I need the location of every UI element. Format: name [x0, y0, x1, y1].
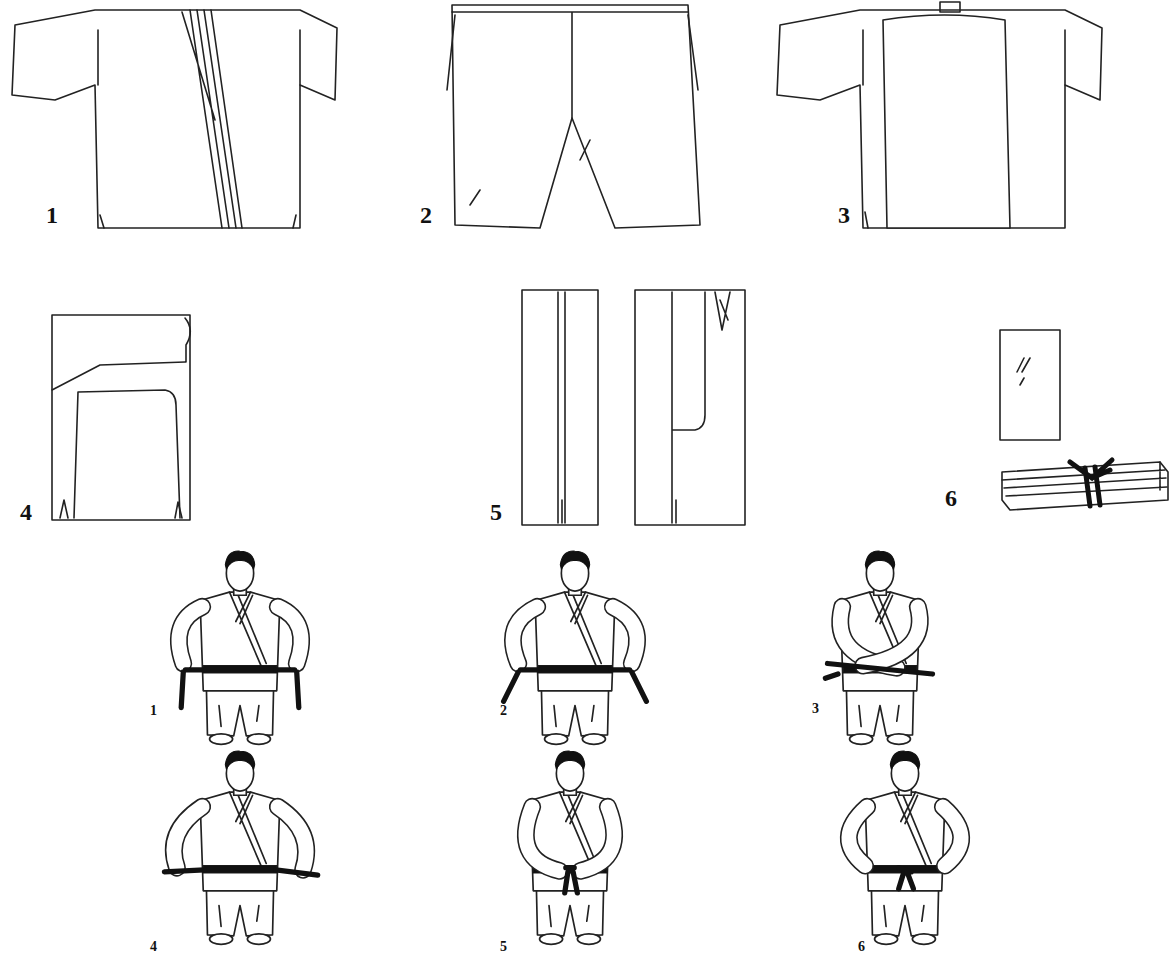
belt-step-figure-part [530, 751, 610, 944]
callout-position: 3 [838, 203, 850, 227]
folded-strips-part [635, 290, 745, 525]
belt-step-figure-part [943, 807, 961, 866]
belt-step-figure [849, 751, 961, 944]
belt-step-figure [179, 551, 301, 744]
belt-step-figure-part [278, 607, 301, 664]
jacket-front-part [98, 30, 300, 228]
belt-step-figure-part [899, 868, 914, 889]
belt-step-figure-part [200, 751, 280, 944]
belt-step-figure [164, 751, 317, 944]
callout-number: 6 [945, 486, 957, 510]
tied-bundle [1000, 330, 1168, 510]
jacket-back [777, 2, 1102, 228]
callout-position: 1 [150, 704, 157, 718]
callout-number: 5 [500, 940, 507, 954]
belt-step-figure-part [179, 607, 202, 664]
belt-step-figure-part [526, 807, 560, 871]
belt-step-figure-part [613, 607, 637, 664]
callout-number: 1 [46, 203, 58, 227]
jacket-back-part [777, 10, 1102, 228]
callout-position: 2 [500, 704, 507, 718]
callout-number: 2 [420, 203, 432, 227]
folded-jacket-part [74, 390, 180, 518]
belt-step-figure-part [825, 664, 932, 679]
tied-bundle-part [1070, 460, 1112, 506]
callout-position: 6 [945, 486, 957, 510]
belt-step-figure-part [164, 870, 317, 875]
folded-strips-part [522, 290, 598, 525]
belt-step-figure-part [278, 807, 306, 870]
judo-pants [447, 5, 700, 228]
belt-step-figure-part [863, 607, 920, 666]
callout-number: 4 [20, 500, 32, 524]
belt-step-figure-part [865, 751, 945, 944]
jacket-back-part [883, 15, 1010, 228]
callout-position: 4 [20, 500, 32, 524]
callout-number: 6 [858, 940, 865, 954]
belt-step-figure-part [181, 670, 299, 708]
tied-bundle-part [1017, 358, 1030, 385]
belt-step-figure-part [174, 807, 202, 868]
belt-step-figure-part [581, 807, 615, 871]
belt-step-figure-part [513, 607, 537, 664]
belt-step-figure [504, 551, 647, 744]
belt-step-figure-part [513, 607, 537, 664]
folded-jacket-part [52, 315, 190, 520]
callout-position: 5 [500, 940, 507, 954]
belt-step-figure-part [174, 807, 202, 868]
belt-step-figure-part [535, 551, 615, 744]
callout-number: 1 [150, 704, 157, 718]
belt-step-figure-part [179, 607, 202, 664]
belt-step-figure-part [849, 807, 867, 866]
belt-step-figure-part [840, 551, 920, 744]
judo-pants-part [447, 12, 698, 205]
folded-strips [522, 290, 745, 525]
belt-step-figure-part [863, 607, 920, 666]
belt-step-figure-part [526, 807, 560, 871]
belt-step-figure-part [849, 807, 867, 866]
belt-step-figure-part [565, 868, 578, 893]
callout-number: 2 [500, 704, 507, 718]
jacket-front [12, 10, 337, 228]
belt-step-figure [526, 751, 614, 944]
folded-jacket-part [52, 318, 190, 390]
callout-position: 1 [46, 203, 58, 227]
callout-number: 5 [490, 500, 502, 524]
tied-bundle-part [1000, 330, 1060, 440]
belt-step-figure-part [278, 607, 301, 664]
belt-step-figure-part [200, 551, 280, 744]
jacket-front-part [182, 10, 242, 228]
callout-position: 6 [858, 940, 865, 954]
judo-pants-part [452, 5, 700, 228]
callout-position: 5 [490, 500, 502, 524]
belt-step-figure-part [504, 670, 647, 702]
callout-position: 4 [150, 940, 157, 954]
callout-position: 3 [812, 702, 819, 716]
callout-number: 4 [150, 940, 157, 954]
jacket-back-part [863, 2, 1065, 228]
callout-number: 3 [838, 203, 850, 227]
belt-step-figure [825, 551, 932, 744]
belt-step-figure-part [581, 807, 615, 871]
callout-number: 3 [812, 702, 819, 716]
belt-step-figure-part [613, 607, 637, 664]
folded-strips-part [558, 292, 565, 523]
folded-jacket [52, 315, 190, 520]
belt-step-figure-part [278, 807, 306, 870]
jacket-front-part [12, 10, 337, 228]
folded-strips-part [672, 292, 730, 523]
callout-position: 2 [420, 203, 432, 227]
belt-step-figure-part [943, 807, 961, 866]
folded-jacket-part [60, 500, 182, 518]
